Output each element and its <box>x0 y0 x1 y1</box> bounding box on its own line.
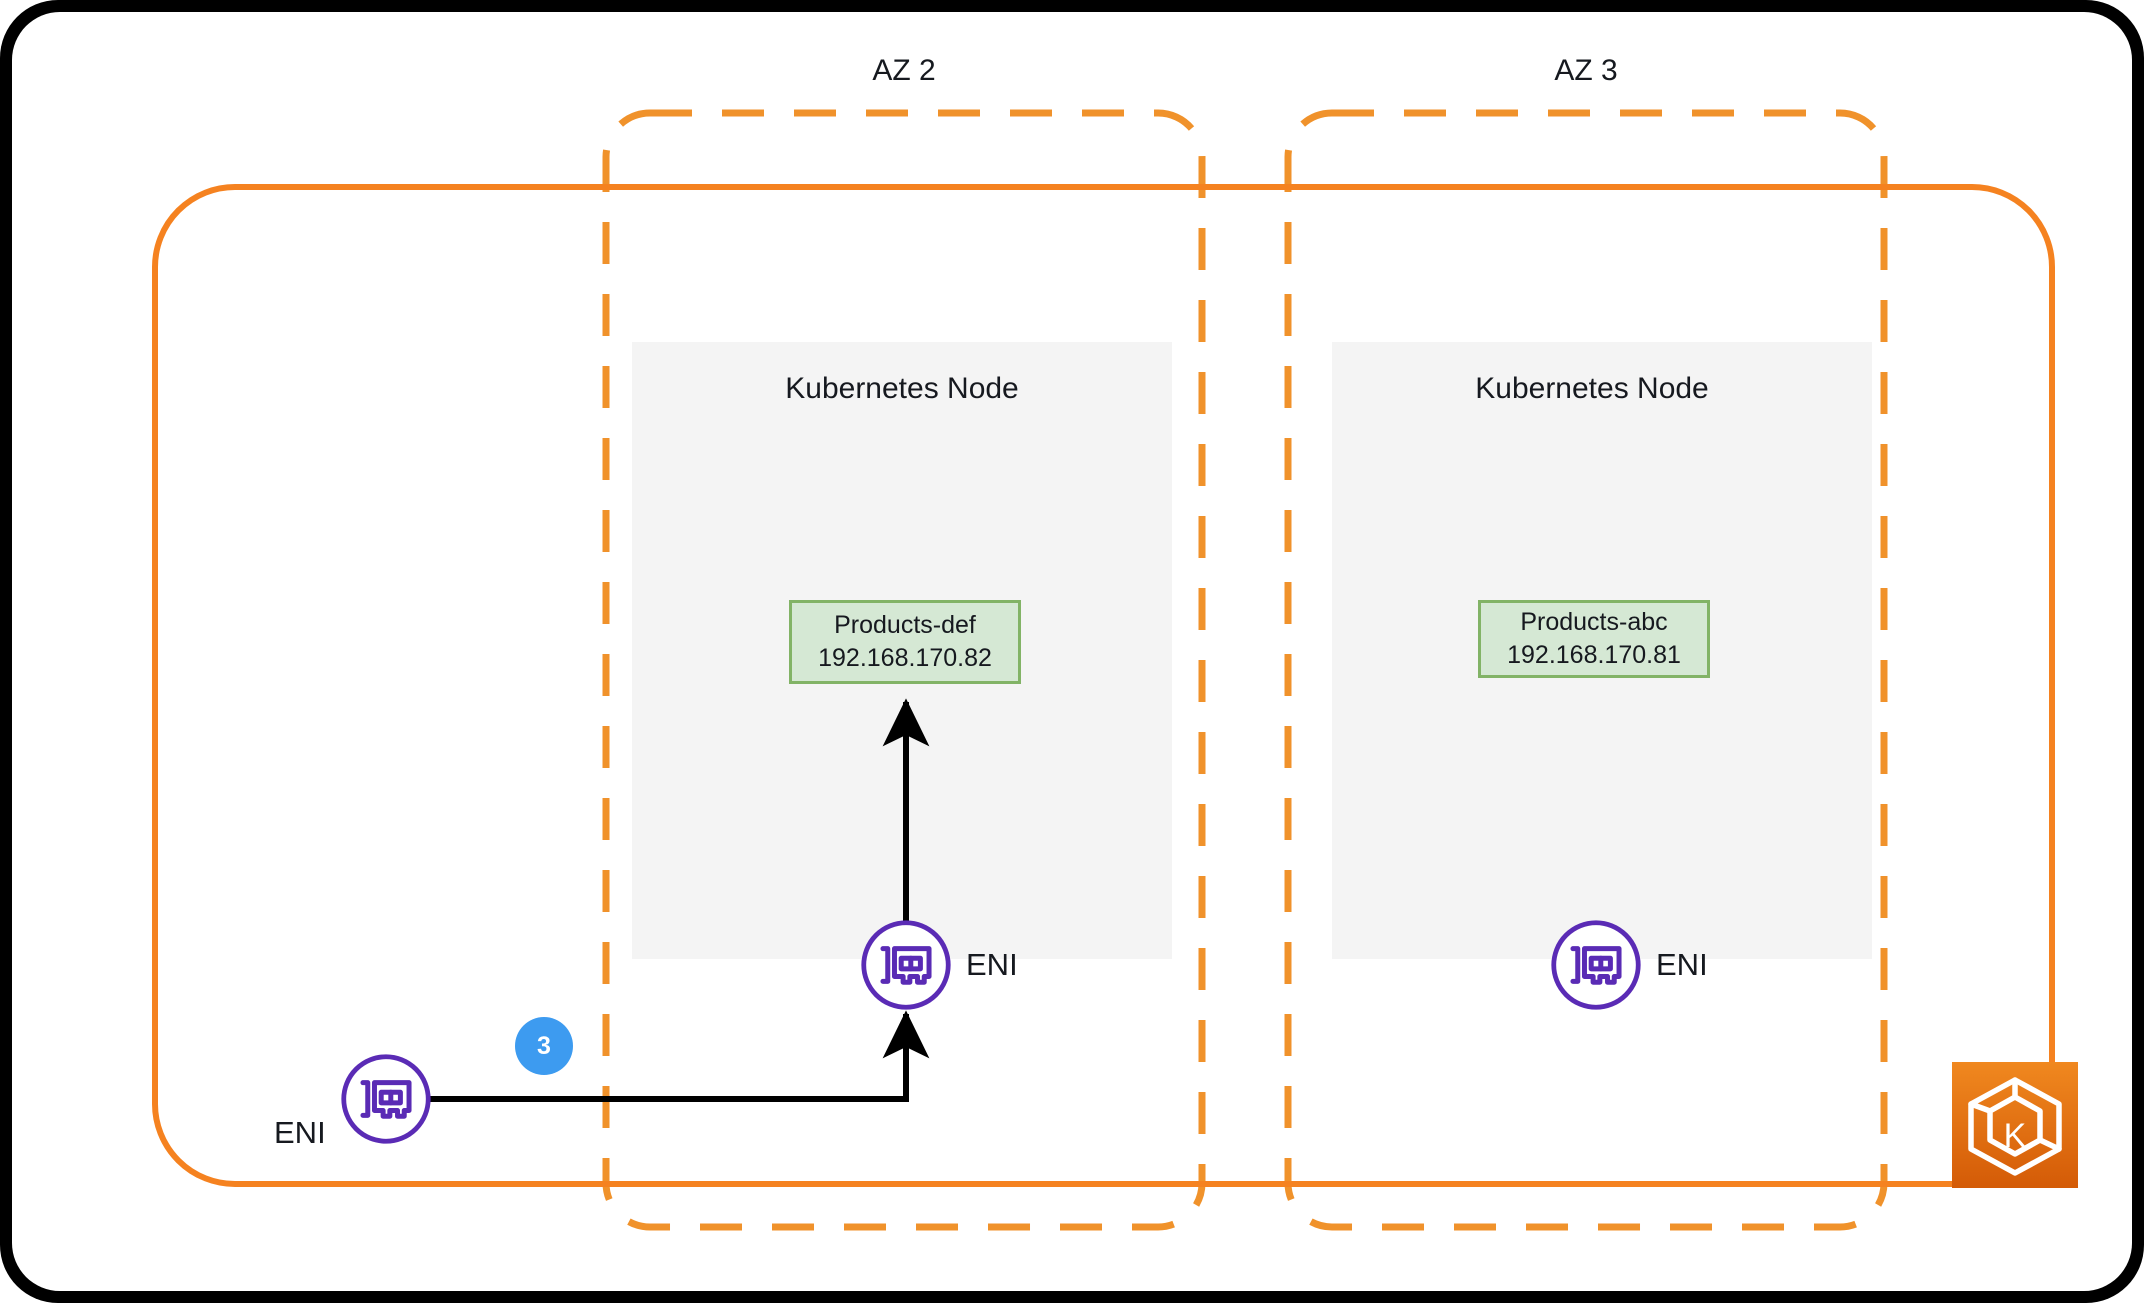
eni-group-az2-node[interactable]: ENI <box>858 917 1018 1013</box>
az-2-boundary <box>602 109 1206 1231</box>
diagram-surface: K AZ 2 AZ 3 Kubernetes Node Kubernetes N… <box>12 12 2132 1291</box>
traffic-path-eni-to-eni <box>430 1010 930 1102</box>
pod-ip: 192.168.170.81 <box>1507 641 1681 669</box>
az-3-boundary <box>1284 109 1888 1231</box>
step-badge-3[interactable]: 3 <box>515 1017 573 1075</box>
vpc-boundary <box>152 184 2055 1187</box>
eni-label: ENI <box>274 1115 326 1150</box>
amazon-eks-logo-icon: K <box>1952 1062 2078 1188</box>
az-label-2: AZ 2 <box>872 54 936 87</box>
eni-group-az3-node[interactable]: ENI <box>1548 917 1708 1013</box>
pod-name: Products-def <box>834 611 976 639</box>
kubernetes-node-title-az2: Kubernetes Node <box>785 372 1019 405</box>
pod-ip: 192.168.170.82 <box>818 644 992 672</box>
pod-name: Products-abc <box>1520 608 1668 636</box>
eni-label: ENI <box>966 947 1018 982</box>
eni-label: ENI <box>1656 947 1708 982</box>
svg-text:K: K <box>2004 1117 2027 1155</box>
eni-icon <box>861 920 951 1010</box>
eni-group-source[interactable]: ENI <box>274 1051 434 1150</box>
pod-products-def[interactable]: Products-def 192.168.170.82 <box>789 600 1021 684</box>
pod-products-abc[interactable]: Products-abc 192.168.170.81 <box>1478 600 1710 678</box>
az-label-3: AZ 3 <box>1554 54 1618 87</box>
eni-icon <box>341 1054 431 1144</box>
diagram-vector-layer: K <box>152 109 2078 1231</box>
eni-icon <box>1551 920 1641 1010</box>
kubernetes-node-title-az3: Kubernetes Node <box>1475 372 1709 405</box>
